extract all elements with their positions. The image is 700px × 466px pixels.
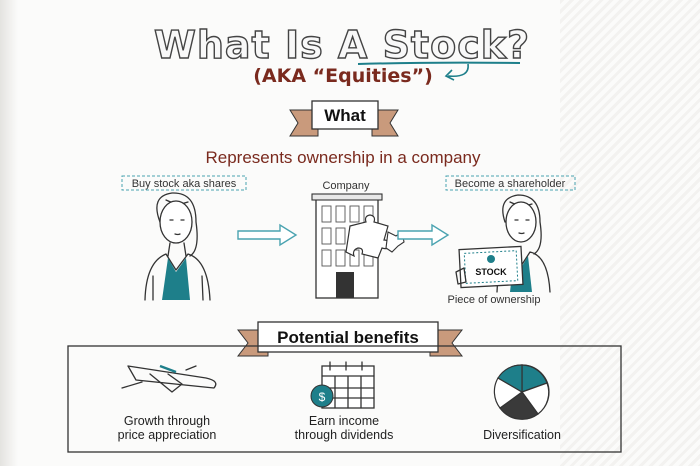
subtitle: (AKA “Equities”): [253, 65, 433, 87]
income-caption-line-1: Earn income: [309, 414, 379, 428]
title-underline: [357, 61, 521, 65]
benefits-ribbon: Potential benefits: [236, 321, 464, 357]
piece-of-ownership-label: Piece of ownership: [448, 294, 541, 306]
right-tag-label: Become a shareholder: [455, 178, 566, 190]
income-caption-line-2: through dividends: [295, 428, 394, 442]
napkin-edge: [0, 0, 18, 466]
company-label: Company: [322, 180, 370, 192]
arrow-right-icon: [397, 223, 450, 247]
airplane-icon: [121, 364, 217, 393]
growth-caption-line-1: Growth through: [124, 414, 210, 428]
section-heading: Represents ownership in a company: [206, 148, 481, 167]
calendar-dividend-icon: $: [310, 361, 375, 409]
right-tag-box: [445, 175, 576, 191]
certificate-text: STOCK: [475, 267, 507, 277]
arrow-right-icon: [237, 223, 298, 247]
left-tag-box: [121, 175, 247, 191]
stock-certificate-icon: STOCK: [455, 245, 524, 289]
benefits-label: Potential benefits: [277, 328, 419, 347]
benefits-box: [67, 345, 622, 453]
diversification-caption: Diversification: [483, 428, 561, 442]
what-label: What: [324, 106, 366, 125]
what-ribbon: What: [289, 100, 399, 137]
title-arrow-icon: [444, 63, 469, 81]
left-tag-label: Buy stock aka shares: [132, 178, 237, 190]
buyer-woman-illustration: [144, 192, 211, 301]
growth-caption-line-2: price appreciation: [118, 428, 217, 442]
dollar-sign-icon: $: [319, 390, 326, 404]
page-title: What Is A Stock?: [154, 23, 530, 67]
napkin-fold-texture: [560, 0, 700, 466]
diversification-pie-icon: [493, 364, 550, 420]
